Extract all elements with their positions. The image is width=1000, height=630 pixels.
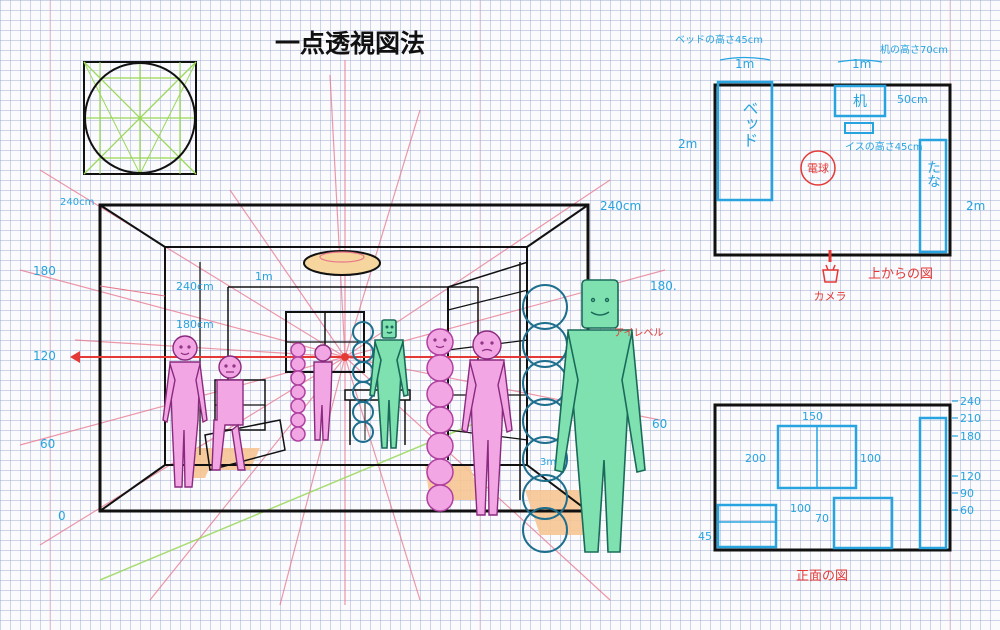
bed-length-label: 2m [678, 137, 697, 151]
scale-180: 180 [960, 430, 981, 443]
bed-top [716, 80, 774, 202]
eye-level-line [70, 351, 600, 363]
scale-210: 210 [960, 412, 981, 425]
desk-label: 机 [853, 94, 867, 110]
top-view-plan [713, 56, 952, 283]
label-inner-1m: 1m [255, 270, 273, 283]
label-inner-240: 240cm [176, 280, 214, 293]
top-view-labels: ベッドの高さ45cm 机の高さ70cm 1m 1m 2m 50cm ベッド 机 … [675, 33, 985, 303]
window-height-label: 200 [745, 452, 766, 465]
circle-square-diagram [83, 61, 197, 175]
label-0-left: 0 [58, 509, 66, 523]
lamp-label: 電球 [807, 161, 829, 175]
front-view-elevation [713, 403, 952, 552]
pink-faces [179, 338, 494, 373]
bed-width-label: 1m [735, 57, 754, 71]
scale-60: 60 [960, 504, 974, 517]
scale-ticks [952, 400, 958, 511]
label-front-3m: 3m [540, 457, 556, 468]
chair-height-note: イスの高さ45cm [845, 140, 923, 153]
desk-depth-label: 50cm [897, 93, 928, 106]
bed-height-label: 45 [698, 530, 712, 543]
label-eye-level: アイレベル [614, 327, 664, 339]
shelf-label: たな [925, 160, 941, 188]
lamp-position [800, 150, 836, 186]
label-120-left: 120 [33, 349, 56, 363]
desk-dim-label: 70 [815, 512, 829, 525]
bed-height-note: ベッドの高さ45cm [675, 33, 763, 46]
scale-90: 90 [960, 487, 974, 500]
perspective-labels: 240cm 240cm 180 180. 120 60 60 0 240cm 1… [33, 197, 677, 523]
bed-front [716, 503, 778, 549]
label-inner-180: 180cm [176, 318, 214, 331]
scale-240: 240 [960, 395, 981, 408]
bed-dim-label: 100 [790, 502, 811, 515]
pink-figures [162, 330, 513, 516]
green-figures [369, 279, 646, 553]
window-width-label: 150 [802, 410, 823, 423]
window-right-label: 100 [860, 452, 881, 465]
head-stack-pink [290, 328, 454, 512]
label-60-right: 60 [652, 417, 667, 431]
label-180-left: 180 [33, 264, 56, 278]
shelf-top [918, 138, 948, 254]
label-240-right: 240cm [600, 199, 641, 213]
green-faces [385, 297, 610, 334]
chair-top [844, 122, 874, 134]
page-title: 一点透視図法 [275, 29, 425, 58]
desk-width-label: 1m [852, 57, 871, 71]
desk-height-note: 机の高さ70cm [880, 43, 948, 56]
top-view-caption: 上からの図 [868, 267, 933, 282]
desk-top [833, 84, 887, 118]
bed-label: ベッド [740, 100, 759, 148]
shelf-length-label: 2m [966, 199, 985, 213]
desk-front [832, 496, 894, 550]
front-view-labels: 150 200 100 100 70 45 240 210 180 120 90… [698, 395, 981, 584]
shelf-front [918, 416, 948, 550]
camera-icon [822, 264, 839, 283]
label-180-right: 180. [650, 279, 677, 293]
label-240-left: 240cm [60, 197, 94, 208]
label-60-left: 60 [40, 437, 55, 451]
ceiling-lamp [303, 250, 381, 276]
camera-label: カメラ [814, 290, 847, 303]
front-view-caption: 正面の図 [796, 569, 848, 584]
scale-120: 120 [960, 470, 981, 483]
